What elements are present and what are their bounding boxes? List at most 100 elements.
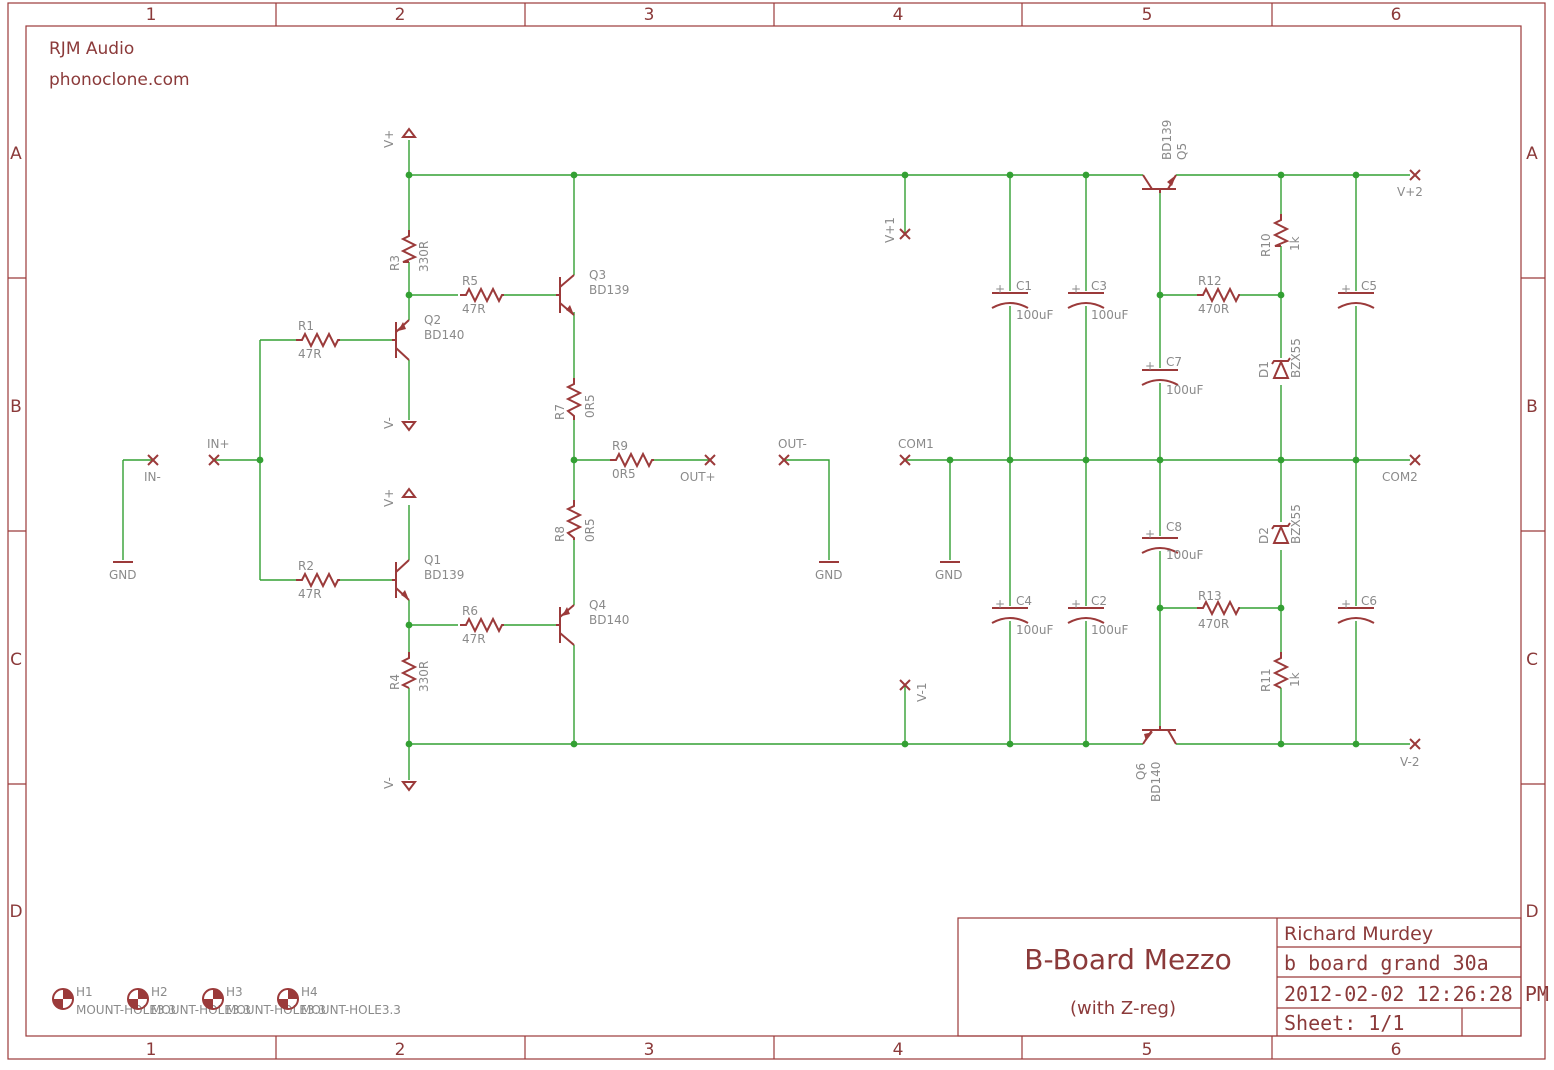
capacitor-c3: + C3 100uF [1067,279,1129,322]
resistor-name: R1 [298,319,314,333]
mount-hole-name: H2 [151,985,168,999]
mount-hole-name: H3 [226,985,243,999]
column-label: 5 [1142,1040,1153,1060]
transistor-value: BD140 [1149,762,1163,802]
column-label: 3 [644,5,655,25]
capacitor-name: C8 [1166,520,1182,534]
supply-vplus-mid: V+ [382,487,417,507]
resistor-name: R2 [298,559,314,573]
row-label: A [10,144,22,164]
sheet-number: Sheet: 1/1 [1284,1011,1404,1035]
column-label: 6 [1391,1040,1402,1060]
mount-hole-label: MOUNT-HOLE3.3 [151,1003,251,1017]
pin-out-minus: OUT- [778,437,807,466]
pin-label: OUT- [778,437,807,451]
mount-hole-h3: H3 MOUNT-HOLE3.3 [202,985,326,1017]
diode-value: BZX55 [1289,504,1303,544]
capacitor-name: C5 [1361,279,1377,293]
transistor-name: Q3 [589,268,606,282]
column-label: 5 [1142,5,1153,25]
transistor-q1: Q1 BD139 [392,553,464,601]
resistor-value: 0R5 [583,394,597,418]
pin-in-plus: IN+ [207,437,230,466]
zener-diode-d1: D1 BZX55 [1257,338,1303,379]
resistor-value: 470R [1198,617,1229,631]
plus-sign: + [1145,359,1155,373]
resistor-value: 1k [1288,672,1302,687]
file-name: b board grand 30a [1284,951,1489,975]
ground-label: GND [815,568,843,582]
row-label: B [10,397,22,417]
pin-v-plus-1: V+1 [883,217,911,243]
resistor-value: 47R [298,587,322,601]
transistor-name: Q5 [1175,143,1189,160]
ground-symbol-output: GND [815,561,843,582]
capacitor-c4: + C4 100uF [991,594,1054,637]
supply-label: V+ [382,130,396,148]
title-block: B-Board Mezzo (with Z-reg) Richard Murde… [957,917,1549,1037]
resistor-name: R4 [388,674,402,690]
capacitor-c2: + C2 100uF [1067,594,1129,637]
mount-hole-h4: H4 MOUNT-HOLE3.3 [277,985,401,1017]
resistor-name: R9 [612,439,628,453]
resistor-name: R10 [1259,233,1273,257]
capacitor-value: 100uF [1016,308,1054,322]
resistor-name: R8 [553,526,567,542]
pin-in-minus: IN- [144,454,161,484]
author: Richard Murdey [1284,923,1433,945]
capacitor-value: 100uF [1016,623,1054,637]
row-label: D [1525,902,1538,922]
ground-symbol-com: GND [935,561,963,582]
plus-sign: + [1341,597,1351,611]
row-label: C [1526,650,1538,670]
resistor-name: R7 [553,404,567,420]
pin-v-minus-2: V-2 [1400,738,1421,769]
supply-vminus-mid: V- [382,417,417,432]
drawing-subtitle: (with Z-reg) [1070,998,1176,1019]
junctions [256,171,1360,748]
resistor-value: 47R [298,347,322,361]
resistor-name: R6 [462,604,478,618]
resistor-value: 330R [417,241,431,272]
transistor-value: BD139 [1160,120,1174,160]
supply-label: V+ [382,489,396,507]
diode-value: BZX55 [1289,338,1303,378]
capacitor-c8: + C8 100uF [1141,520,1204,562]
transistor-name: Q6 [1134,763,1148,780]
plus-sign: + [1071,282,1081,296]
resistor-value: 1k [1288,236,1302,251]
mount-hole-label: MOUNT-HOLE3.3 [301,1003,401,1017]
column-label: 4 [893,5,904,25]
mount-hole-name: H1 [76,985,93,999]
transistor-q4: Q4 BD140 [556,598,629,646]
pin-label: IN- [144,470,161,484]
transistor-value: BD140 [424,328,464,342]
resistor-r12: R12 470R [1197,274,1240,316]
resistor-value: 47R [462,632,486,646]
mount-hole-h2: H2 MOUNT-HOLE3.3 [127,985,251,1017]
ground-symbol-input: GND [109,561,137,582]
column-label: 6 [1391,5,1402,25]
resistor-value: 330R [417,661,431,692]
resistor-r2: R2 47R [296,559,340,601]
resistor-name: R11 [1259,668,1273,692]
pin-label: COM1 [898,437,934,451]
column-label: 3 [644,1040,655,1060]
capacitor-name: C1 [1016,279,1032,293]
transistor-q2: Q2 BD140 [392,313,464,361]
capacitor-name: C3 [1091,279,1107,293]
mount-hole-name: H4 [301,985,318,999]
pin-out-plus: OUT+ [680,454,716,484]
capacitor-value: 100uF [1166,548,1204,562]
capacitor-name: C2 [1091,594,1107,608]
column-label: 4 [893,1040,904,1060]
supply-label: V- [382,777,396,789]
column-label: 1 [146,5,157,25]
mount-hole-h1: H1 MOUNT-HOLE3.3 [52,985,176,1017]
pin-label: V-1 [915,683,929,702]
diode-name: D2 [1257,527,1271,544]
resistor-r10: R10 1k [1259,214,1302,257]
frame-column-labels-top: 1 2 3 4 5 6 [146,5,1402,25]
